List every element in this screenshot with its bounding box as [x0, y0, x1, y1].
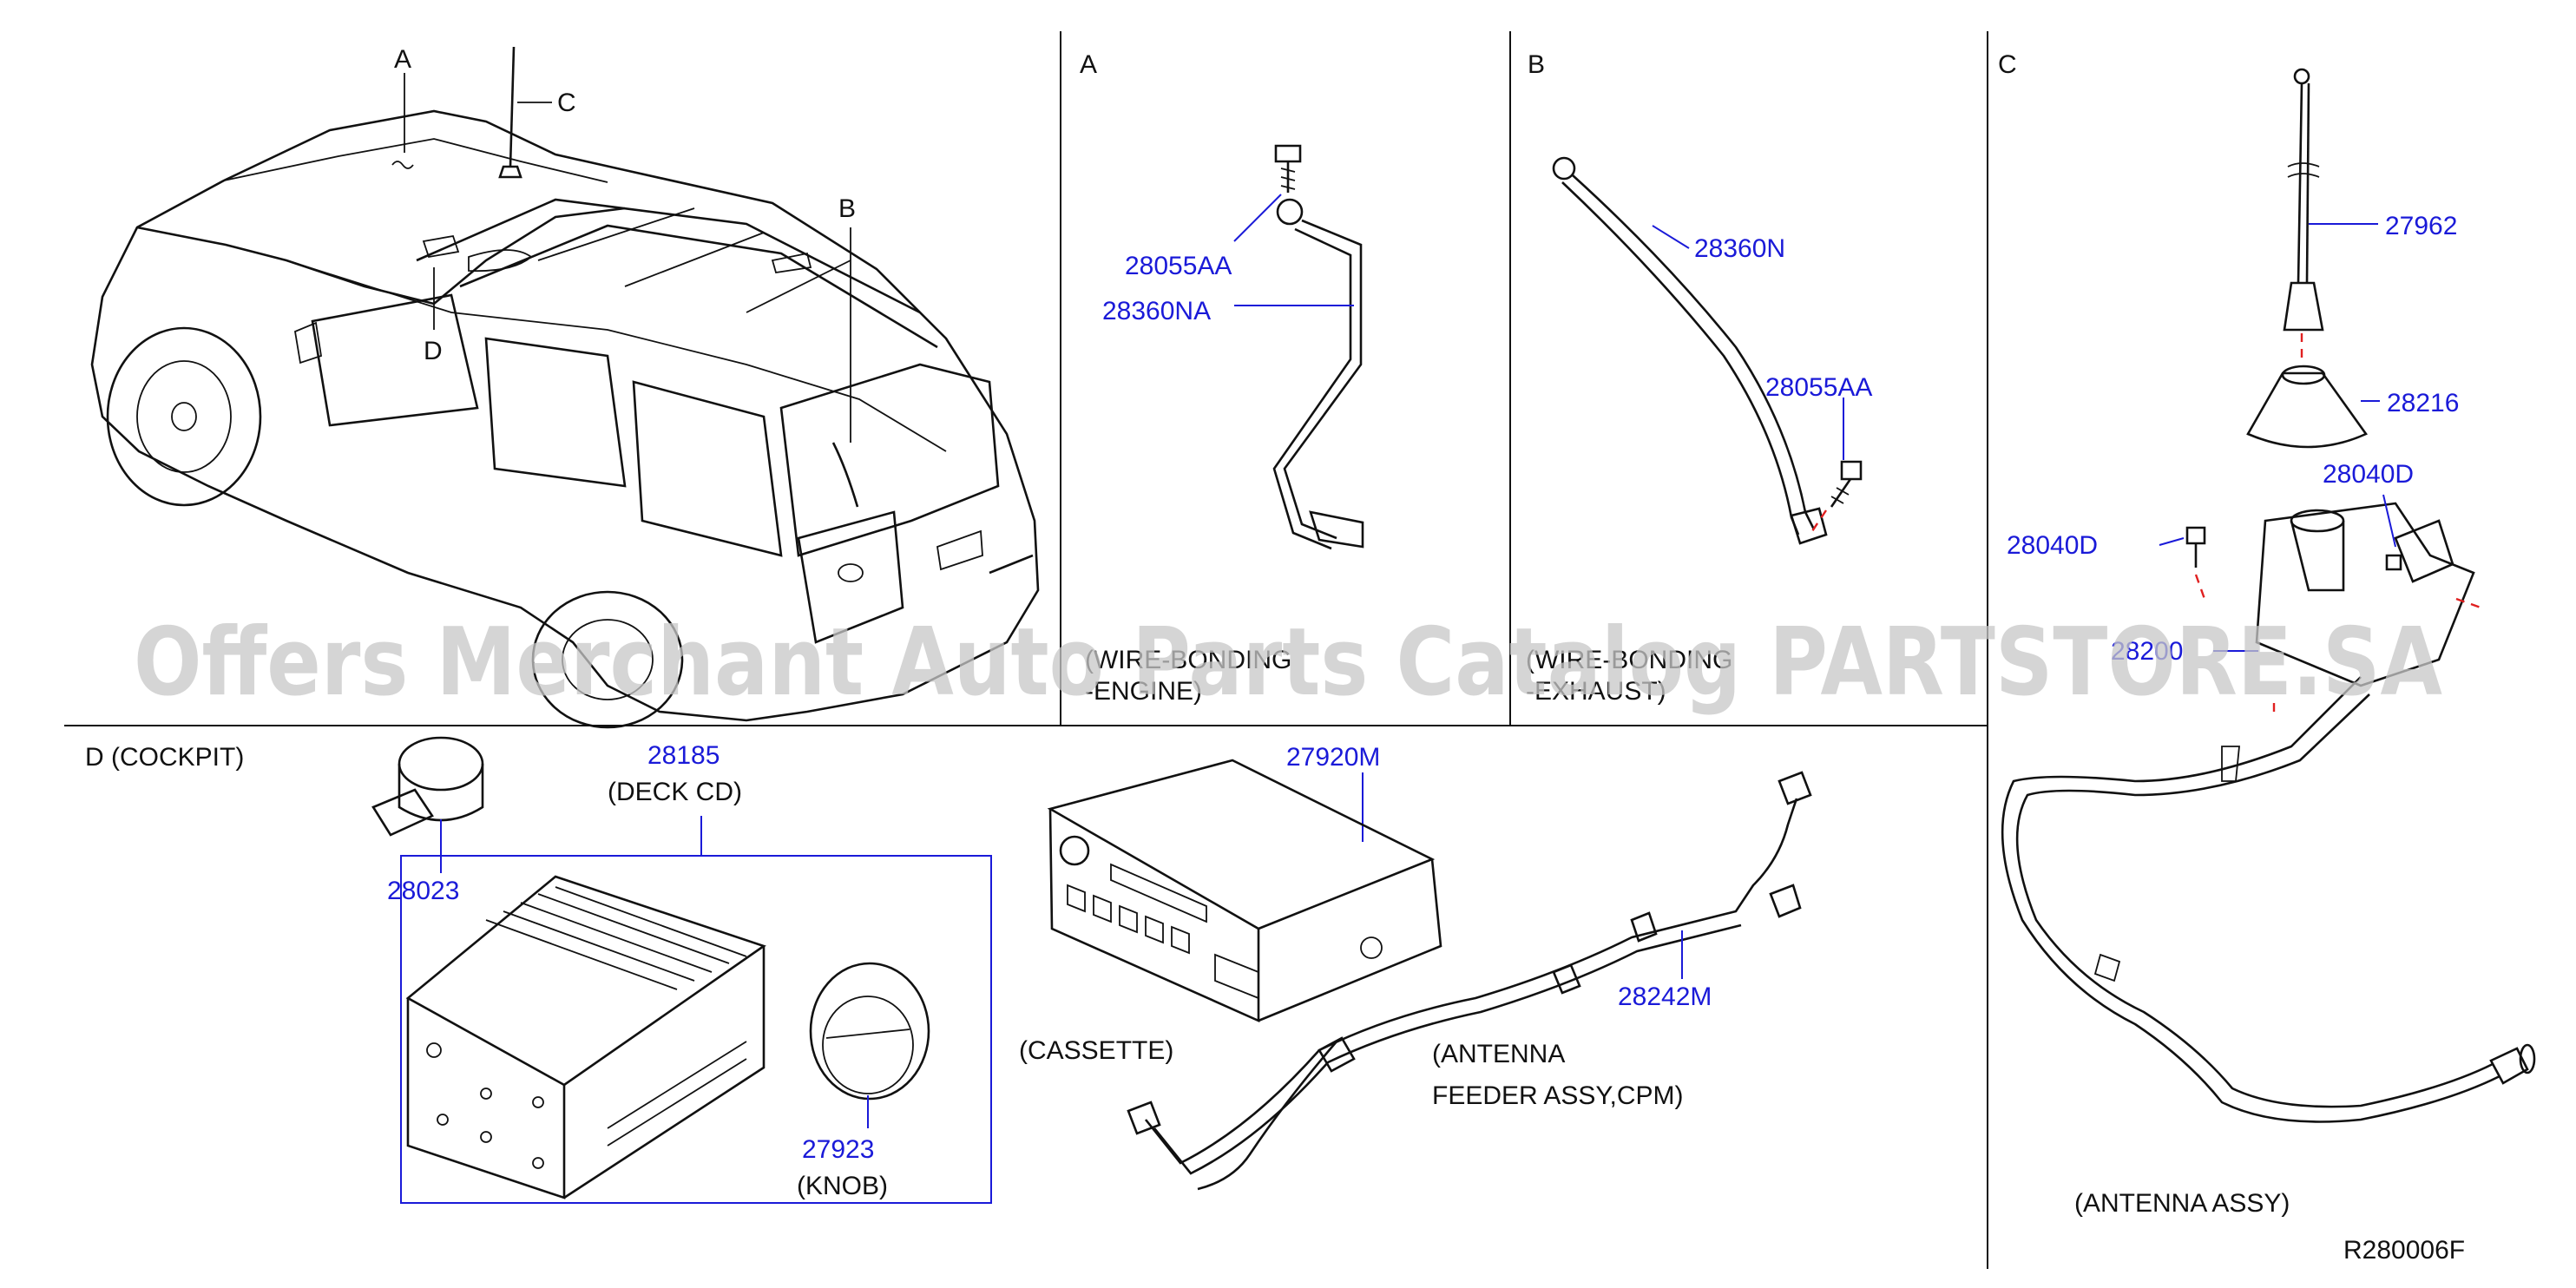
section-b-title: B: [1528, 50, 1545, 79]
caption-wire-engine-1: (WIRE-BONDING: [1085, 646, 1291, 674]
caption-wire-exhaust-1: (WIRE-BONDING: [1526, 646, 1732, 674]
section-a-title: A: [1080, 50, 1097, 79]
deck-cd-group-box: [400, 855, 992, 1204]
panel-a: A 28055AA 28360NA (WIRE-BONDING -ENGINE): [1080, 50, 1364, 706]
figure-code: R280006F: [2343, 1236, 2465, 1265]
caption-feeder-2: FEEDER ASSY,CPM): [1432, 1081, 1684, 1110]
callout-d: D: [424, 337, 443, 365]
watermark-text: Offers Merchant Auto Parts Catalog PARTS…: [134, 608, 2442, 717]
caption-wire-exhaust-2: -EXHAUST): [1526, 677, 1666, 706]
part-28216[interactable]: 28216: [2387, 389, 2459, 417]
part-28185[interactable]: 28185: [647, 741, 720, 770]
caption-cassette: (CASSETTE): [1019, 1036, 1173, 1065]
callout-c: C: [557, 89, 576, 117]
caption-antenna-assy: (ANTENNA ASSY): [2074, 1189, 2290, 1218]
part-28360NA[interactable]: 28360NA: [1102, 297, 1211, 325]
caption-deck-cd: (DECK CD): [608, 778, 742, 806]
panel-b: B 28360N 28055AA (WIRE-BONDING -EXHAUST): [1526, 50, 1872, 706]
panel-frames: [64, 31, 1988, 1269]
part-27923[interactable]: 27923: [802, 1135, 874, 1164]
section-c-title: C: [1998, 50, 2017, 79]
vehicle-callouts: A C D B: [394, 45, 856, 365]
part-28040D-left[interactable]: 28040D: [2007, 531, 2098, 560]
part-28360N[interactable]: 28360N: [1694, 234, 1785, 263]
part-28023[interactable]: 28023: [387, 877, 459, 905]
callout-b: B: [838, 194, 856, 223]
callout-a: A: [394, 45, 411, 74]
caption-knob: (KNOB): [797, 1172, 888, 1200]
panel-d: D (COCKPIT) 28023 28185 (DECK CD) 27923 …: [85, 736, 1812, 1204]
panel-c: C 27962 28216: [1998, 50, 2536, 1218]
part-28055AA-b[interactable]: 28055AA: [1765, 373, 1872, 402]
part-28055AA-a[interactable]: 28055AA: [1125, 252, 1232, 280]
part-27962[interactable]: 27962: [2385, 212, 2457, 240]
section-d-title: D (COCKPIT): [85, 743, 244, 772]
part-28242M[interactable]: 28242M: [1618, 982, 1712, 1011]
vehicle-illustration: [90, 46, 1040, 729]
caption-wire-engine-2: -ENGINE): [1085, 677, 1202, 706]
part-28200[interactable]: 28200: [2111, 637, 2183, 666]
part-27920M[interactable]: 27920M: [1286, 743, 1380, 772]
caption-feeder-1: (ANTENNA: [1432, 1040, 1565, 1068]
part-28040D-right[interactable]: 28040D: [2323, 460, 2414, 489]
